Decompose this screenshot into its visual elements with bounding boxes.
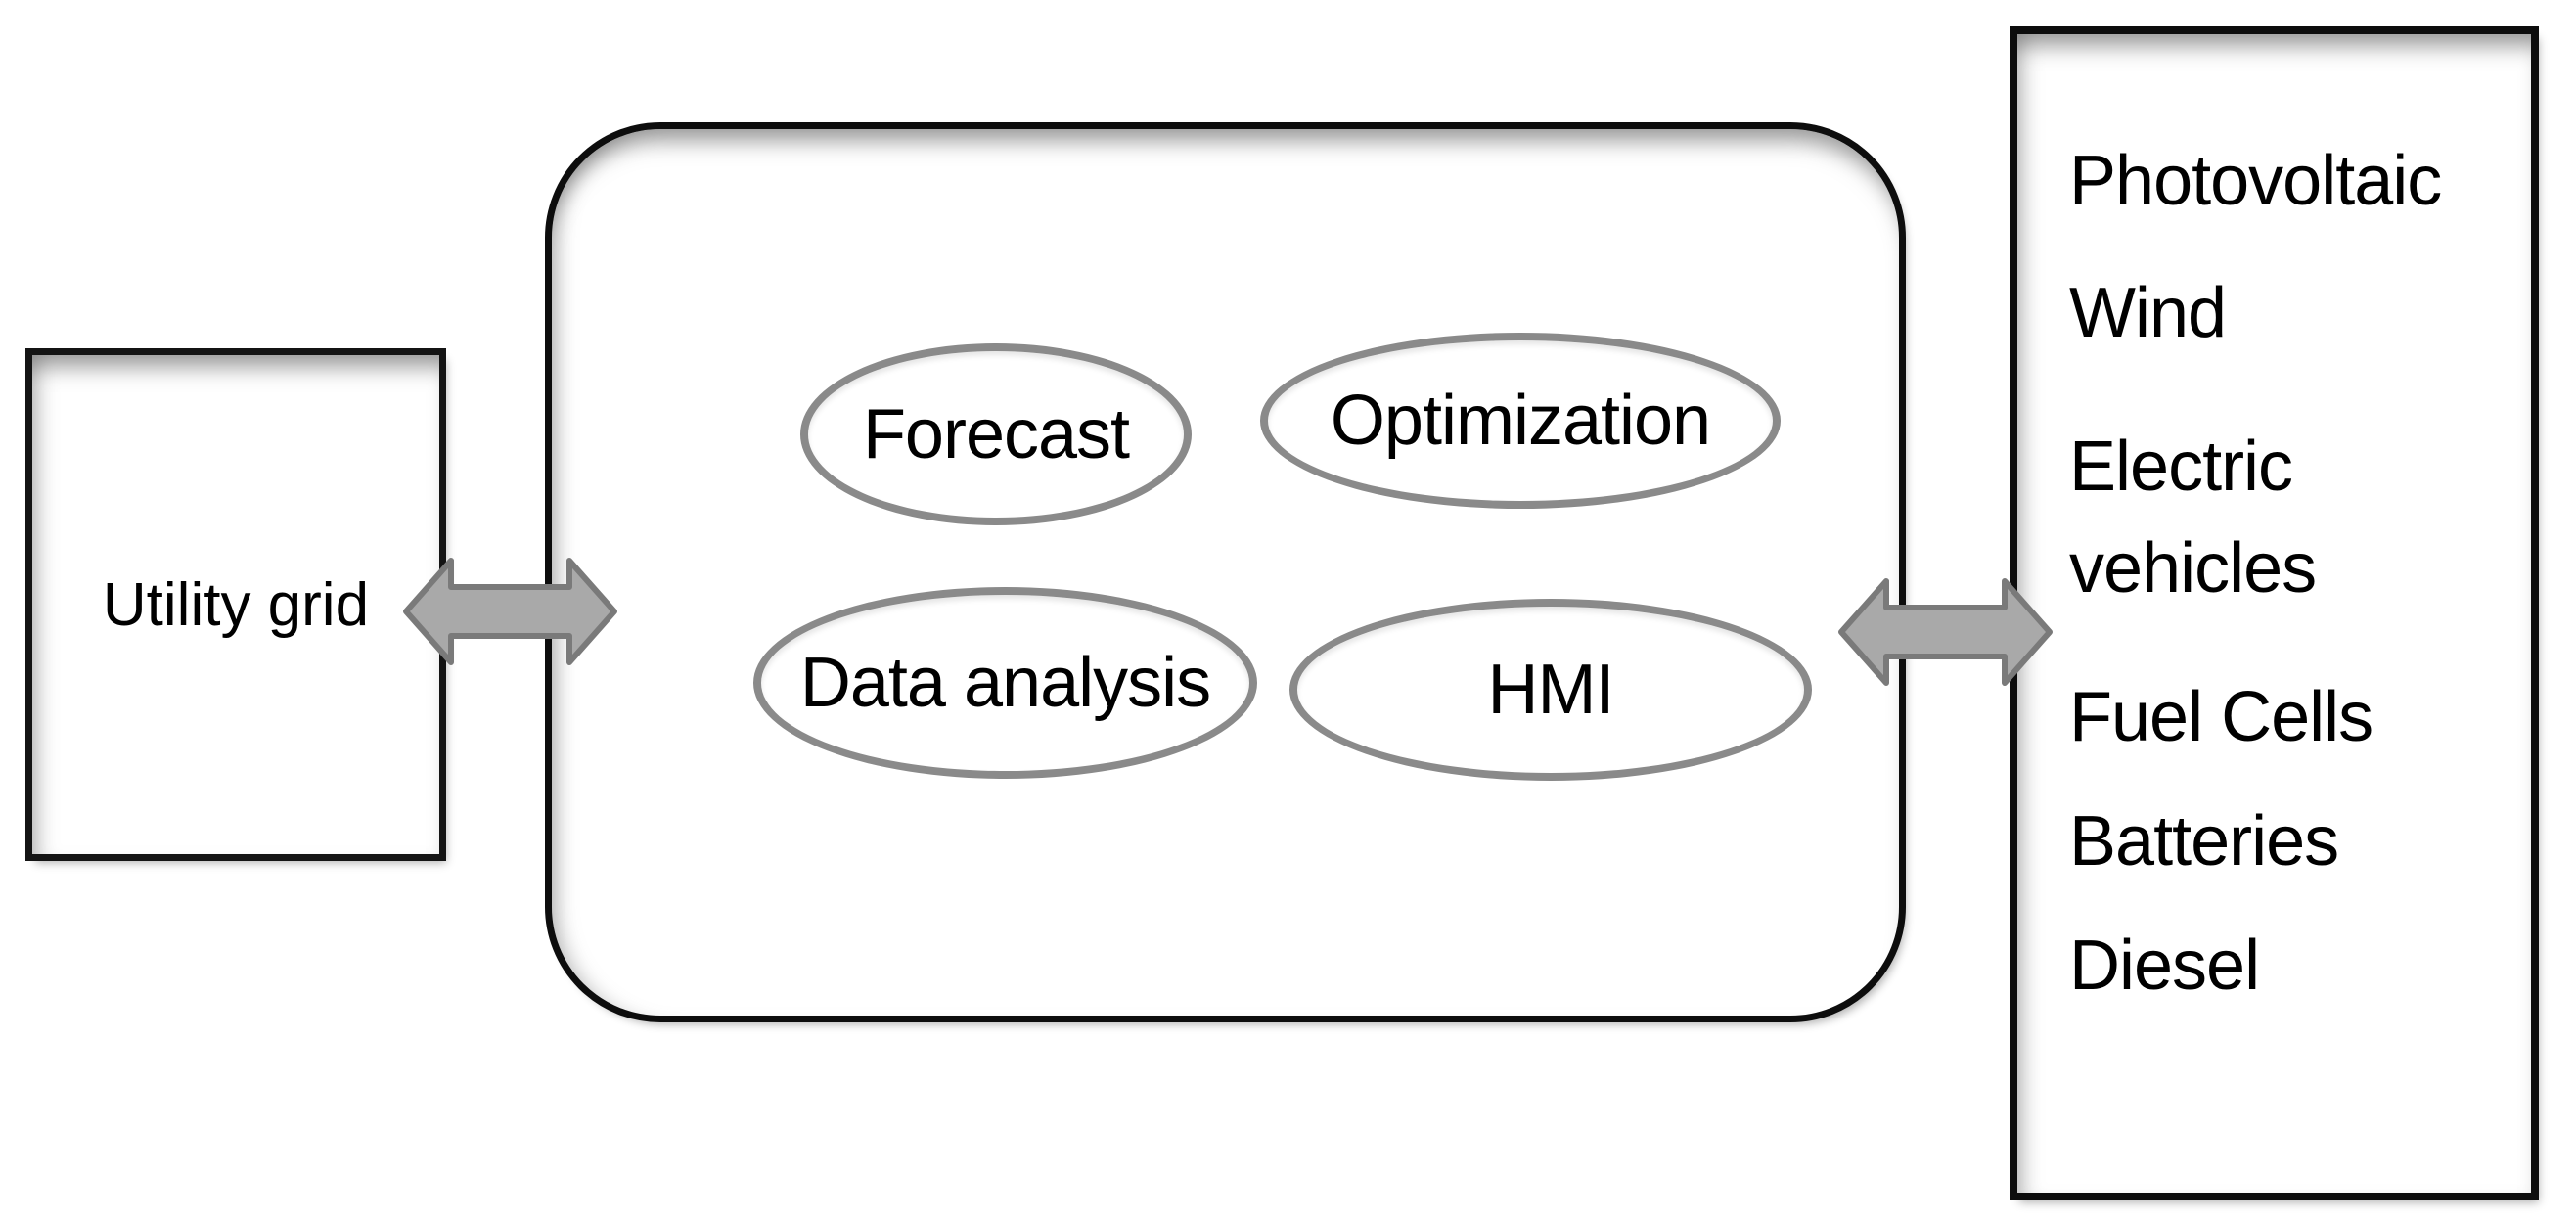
resource-item-wind: Wind — [2069, 274, 2227, 352]
hmi-label: HMI — [1487, 651, 1615, 729]
optimization-label: Optimization — [1330, 382, 1711, 460]
double-arrow-shape — [403, 558, 617, 665]
resource-item-diesel: Diesel — [2069, 927, 2260, 1005]
utility-grid-node: Utility grid — [25, 348, 446, 861]
function-ellipse-optimization: Optimization — [1260, 333, 1781, 509]
function-ellipse-data-analysis: Data analysis — [753, 587, 1257, 779]
controller-resources-bidirectional-arrow-icon — [1838, 578, 2053, 686]
data-analysis-label: Data analysis — [799, 644, 1211, 722]
forecast-label: Forecast — [862, 395, 1130, 474]
controller-node — [545, 122, 1906, 1022]
function-ellipse-hmi: HMI — [1289, 599, 1812, 781]
resources-node: Photovoltaic Wind Electric vehicles Fuel… — [2010, 26, 2539, 1200]
double-arrow-shape — [1838, 578, 2053, 686]
utility-grid-label: Utility grid — [102, 570, 370, 639]
resource-item-photovoltaic: Photovoltaic — [2069, 142, 2442, 220]
utility-controller-bidirectional-arrow-icon — [403, 558, 617, 665]
resource-item-batteries: Batteries — [2069, 802, 2339, 881]
function-ellipse-forecast: Forecast — [800, 343, 1192, 525]
resource-item-electric-vehicles: Electric vehicles — [2069, 428, 2317, 608]
resource-item-fuel-cells: Fuel Cells — [2069, 678, 2373, 756]
